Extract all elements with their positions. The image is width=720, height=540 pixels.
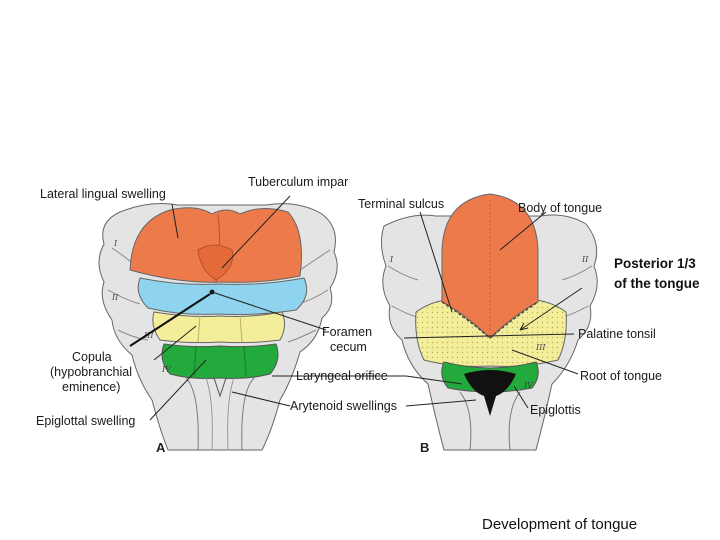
panel-a-illustration: I II III IV (98, 203, 338, 451)
panel-a-arch-numeral-1: I (113, 239, 118, 248)
panel-b-arch-numeral-3: III (535, 343, 546, 352)
panel-b-arch-numeral-2: II (581, 255, 589, 264)
label-body-of-tongue: Body of tongue (518, 201, 602, 215)
figure-caption: Development of tongue (482, 516, 638, 533)
panel-a-arch-numeral-4: IV (161, 365, 172, 374)
panel-b-arch-numeral-4: IV (523, 381, 534, 390)
label-foramen-cecum-line1: Foramen (322, 325, 372, 339)
label-copula-line3: eminence) (62, 380, 120, 394)
label-copula-line2: (hypobranchial (50, 365, 132, 379)
panel-b-illustration: I II III IV (380, 193, 598, 451)
panel-a-blue-region (137, 277, 308, 315)
leader-lines (129, 195, 583, 421)
panel-a-arch-numeral-3: III (143, 331, 154, 340)
panel-a-copula (152, 311, 286, 344)
label-arytenoid-swellings: Arytenoid swellings (290, 399, 397, 413)
panel-a-tuberculum-impar (197, 244, 234, 281)
label-terminal-sulcus: Terminal sulcus (358, 197, 444, 211)
panel-b-letter: B (420, 440, 429, 455)
label-laryngeal-orifice: Laryngeal orifice (296, 369, 388, 383)
label-root-of-tongue: Root of tongue (580, 369, 662, 383)
label-foramen-cecum-line2: cecum (330, 340, 367, 354)
label-copula-line1: Copula (72, 350, 112, 364)
label-tuberculum-impar: Tuberculum impar (248, 175, 348, 189)
label-posterior-third-line2: of the tongue (614, 276, 700, 291)
label-palatine-tonsil: Palatine tonsil (578, 327, 656, 341)
panel-b-arch-numeral-1: I (389, 255, 394, 264)
panel-a-arch-numeral-2: II (111, 293, 119, 302)
panel-a-letter: A (156, 440, 166, 455)
panel-b-laryngeal-orifice (464, 370, 516, 416)
label-epiglottis: Epiglottis (530, 403, 581, 417)
label-epiglottal-swelling: Epiglottal swelling (36, 414, 135, 428)
label-posterior-third-line1: Posterior 1/3 (614, 256, 696, 271)
panel-a-epiglottal-swelling (161, 343, 279, 379)
label-lateral-lingual-swelling: Lateral lingual swelling (40, 187, 166, 201)
